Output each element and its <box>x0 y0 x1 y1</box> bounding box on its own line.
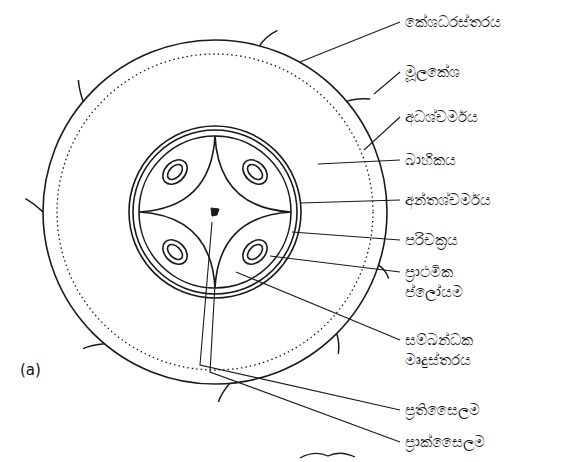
metaxylem-mark <box>211 208 219 216</box>
root-hair <box>218 383 230 402</box>
leader-line <box>374 72 400 94</box>
phloem-oval <box>238 235 272 269</box>
part-label: බාහිකය <box>405 150 456 170</box>
part-label: කේශධරස්තරය <box>405 12 501 32</box>
phloem-oval <box>158 235 192 269</box>
root-hair <box>347 99 371 102</box>
hypodermis-ring <box>57 54 373 370</box>
phloem-inner <box>245 162 266 183</box>
phloem-groups <box>158 155 272 269</box>
leader-line <box>318 160 400 164</box>
root-hair <box>337 334 339 354</box>
root-hair <box>260 30 278 46</box>
root-hair <box>83 344 104 349</box>
leader-line <box>210 284 400 442</box>
leader-line <box>236 272 400 340</box>
leader-line <box>270 256 400 272</box>
part-label: අන්තශ්චර්මය <box>405 190 491 210</box>
leader-line <box>292 232 400 240</box>
part-label: ප්‍රතිසෛලම <box>405 400 480 420</box>
part-label: අධශ්චර්මය <box>405 107 478 127</box>
part-label: ප්‍රාක්සෛලම <box>405 432 485 452</box>
phloem-oval <box>158 155 192 189</box>
pericycle-ring <box>139 136 291 288</box>
leader-line <box>300 22 400 62</box>
phloem-inner <box>165 242 186 263</box>
root-hairs <box>25 30 388 402</box>
phloem-inner <box>245 242 266 263</box>
root-hair <box>379 265 389 279</box>
part-label: සම්බන්ධක මෘදුස්තරය <box>405 330 500 370</box>
phloem-oval <box>238 155 272 189</box>
phloem-inner <box>165 162 186 183</box>
figure-letter: (a) <box>20 360 41 380</box>
leader-lines <box>200 22 400 442</box>
endodermis-inner <box>133 130 297 294</box>
endodermis-outer <box>129 126 301 298</box>
leader-line <box>200 222 400 410</box>
root-hair <box>25 199 43 212</box>
part-label: පරිචක්‍රය <box>405 230 458 250</box>
leader-line <box>300 200 400 203</box>
piliferous-layer <box>43 40 387 384</box>
next-figure-fragment <box>300 453 355 458</box>
root-hair <box>78 80 83 101</box>
leader-line <box>364 117 400 150</box>
part-label: ප්‍රාථමික ප්ලෝයම <box>405 262 500 302</box>
part-label: මූලකේශ <box>405 62 460 82</box>
xylem-star <box>139 136 291 288</box>
